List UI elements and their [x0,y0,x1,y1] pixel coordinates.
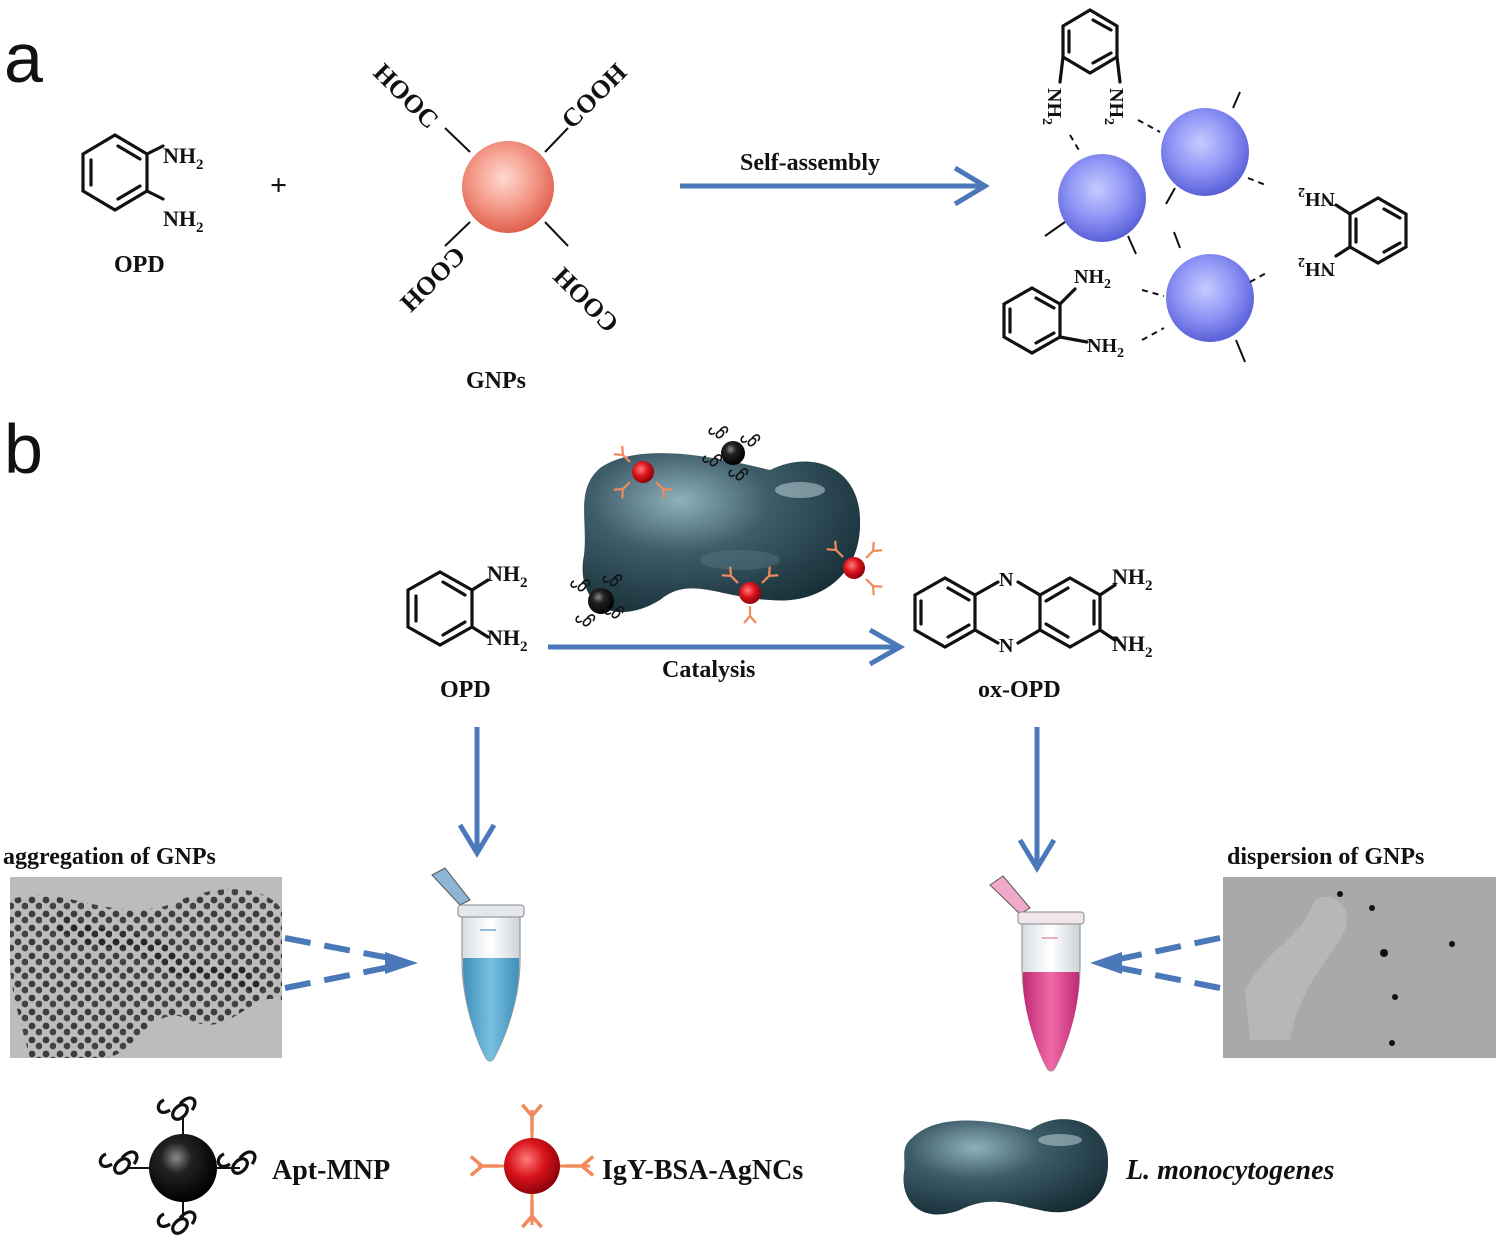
svg-text:NH2: NH2 [1298,184,1335,210]
legend-igy-icon [469,1103,595,1229]
dash-line-left-bottom [284,962,401,991]
cooh-top-right: COOH [556,58,633,135]
legend-bacterium-label: L. monocytogenes [1125,1155,1335,1186]
svg-text:NH2: NH2 [487,625,528,655]
svg-text:N: N [999,635,1014,657]
opd-molecule-a [81,133,165,212]
svg-text:NH2: NH2 [1039,88,1065,125]
bacterium-with-probes [582,453,861,613]
probe-cluster-5 [825,539,884,597]
legend-apt-mnp-label: Apt-MNP [272,1155,390,1186]
svg-text:N: N [999,569,1014,591]
ox-opd-molecule [913,576,1117,649]
tube-pink [989,875,1085,1072]
legend-igy-label: IgY-BSA-AgNCs [602,1155,803,1186]
panel-label-a: a [4,19,43,97]
probe-cluster-3 [570,574,625,627]
legend-bacterium-icon [903,1119,1109,1215]
probe-cluster-2 [702,426,761,481]
opd-label-b: OPD [440,677,491,703]
plus-sign: + [270,169,287,202]
svg-text:NH2: NH2 [487,561,528,591]
tem-image-dispersion [1223,877,1496,1058]
dash-line-right-bottom [1109,963,1221,991]
dispersion-caption: dispersion of GNPs [1227,844,1424,870]
dash-line-left-top [284,935,401,963]
self-assembly-label: Self-assembly [740,150,880,176]
svg-text:NH2: NH2 [1298,254,1335,280]
gnps-label: GNPs [466,368,526,394]
cooh-bottom-left: COOH [395,241,472,318]
ox-opd-label: ox-OPD [978,677,1061,703]
legend-apt-mnp-icon [98,1096,257,1235]
tube-blue [431,867,525,1062]
svg-text:NH2: NH2 [163,206,204,236]
probe-cluster-1 [612,444,674,500]
svg-text:NH2: NH2 [1074,266,1111,292]
assembly-product: NH2 NH2 NH2 NH2 NH2 NH2 [1002,8,1408,363]
svg-text:NH2: NH2 [1112,631,1153,661]
svg-text:NH2: NH2 [163,143,204,173]
aggregation-caption: aggregation of GNPs [3,844,216,870]
gnp-particle [444,127,569,247]
opd-molecule-b [406,570,490,647]
tem-image-aggregation [10,877,282,1058]
svg-text:NH2: NH2 [1112,564,1153,594]
probe-cluster-4 [720,565,780,625]
catalysis-label: Catalysis [662,657,755,683]
cooh-bottom-right: COOH [548,262,625,339]
svg-text:NH2: NH2 [1101,88,1127,125]
opd-label-a: OPD [114,252,165,278]
panel-label-b: b [4,410,43,488]
svg-text:NH2: NH2 [1087,335,1124,361]
dash-line-right-top [1109,935,1221,964]
cooh-top-left: HOOC [368,58,445,135]
